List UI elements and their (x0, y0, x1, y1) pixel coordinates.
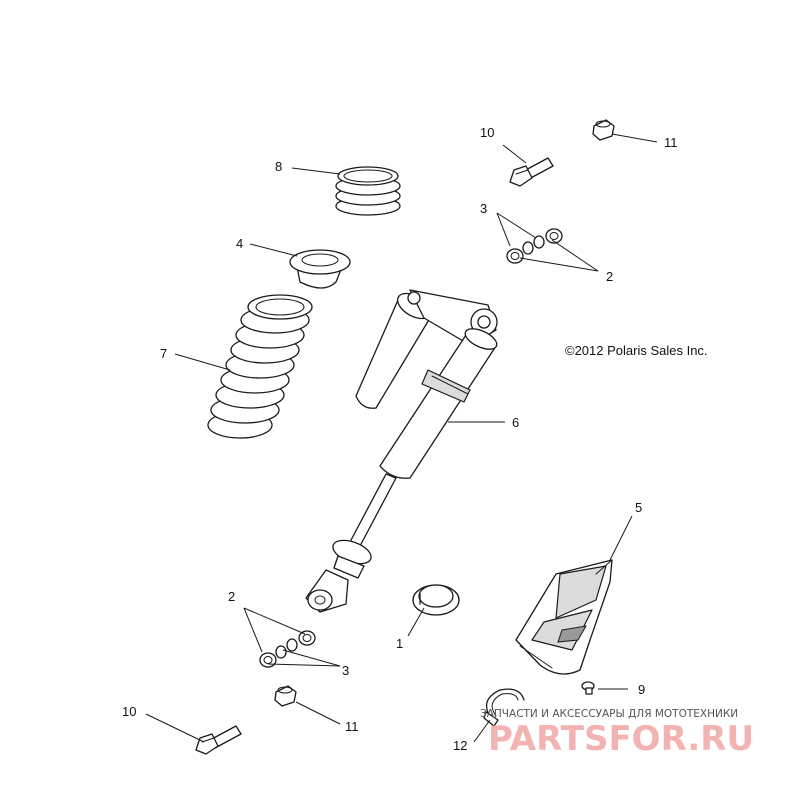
watermark-logo: PARTSFOR.RU (488, 719, 754, 759)
nut-bottom (274, 685, 297, 707)
snap-ring (412, 584, 460, 616)
callout-8: 8 (275, 159, 282, 174)
callout-2-bottom: 2 (228, 589, 235, 604)
callout-2-top: 2 (606, 269, 613, 284)
callout-12: 12 (453, 738, 467, 753)
watermark: ЗАПЧАСТИ И АКСЕССУАРЫ ДЛЯ МОТОТЕХНИКИ PA… (480, 708, 754, 759)
bushing-set-bottom (259, 630, 316, 668)
copyright-text: ©2012 Polaris Sales Inc. (565, 343, 708, 358)
callout-labels: 10 11 3 2 8 4 7 6 5 1 2 3 11 10 9 12 (122, 125, 678, 753)
callout-11-top: 11 (664, 135, 678, 150)
nut-top (592, 119, 615, 141)
watermark-subtitle: ЗАПЧАСТИ И АКСЕССУАРЫ ДЛЯ МОТОТЕХНИКИ (480, 708, 738, 720)
callout-3-top: 3 (480, 201, 487, 216)
bolt-top (509, 157, 554, 187)
leader-lines (145, 133, 658, 743)
bolt-bottom (195, 725, 242, 755)
bushing-set-top (506, 228, 563, 264)
spring-seat (289, 249, 351, 289)
callout-10-top: 10 (480, 125, 494, 140)
callout-10-bottom: 10 (122, 704, 136, 719)
callout-9: 9 (638, 682, 645, 697)
retaining-clip (483, 688, 525, 727)
screw (581, 681, 595, 695)
callout-1: 1 (396, 636, 403, 651)
callout-7: 7 (160, 346, 167, 361)
callout-11-bottom: 11 (345, 719, 359, 734)
shock-guard (515, 559, 613, 675)
small-spring (335, 166, 401, 216)
shock-absorber (305, 289, 498, 613)
callout-4: 4 (236, 236, 243, 251)
callout-5: 5 (635, 500, 642, 515)
main-coil-spring (207, 294, 313, 439)
callout-3-bottom: 3 (342, 663, 349, 678)
callout-6: 6 (512, 415, 519, 430)
